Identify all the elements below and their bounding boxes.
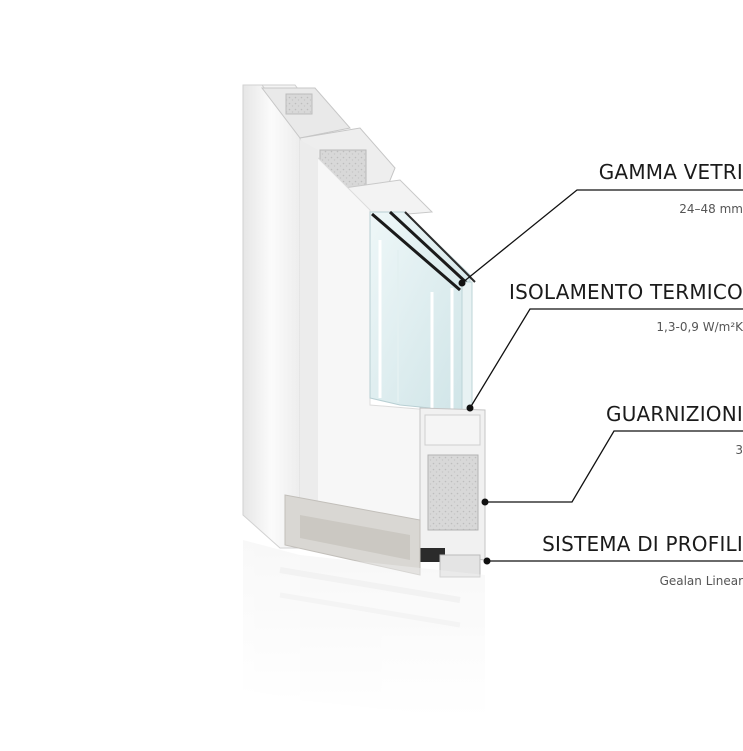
leader-line-glass <box>461 189 743 284</box>
feature-thermal-insulation: ISOLAMENTO TERMICO 1,3-0,9 W/m²K <box>509 280 743 335</box>
feature-value: Gealan Linear <box>659 574 743 588</box>
feature-value: 3 <box>735 443 743 457</box>
bottom-profile <box>415 407 486 578</box>
leader-lines <box>461 189 743 562</box>
triple-glazing <box>369 210 476 413</box>
feature-title: GAMMA VETRI <box>598 160 743 184</box>
leader-dot-seals <box>481 498 489 506</box>
leader-line-seals <box>485 430 743 503</box>
top-profile <box>260 87 434 219</box>
floor-reflection <box>243 540 485 720</box>
leader-line-thermal <box>469 308 743 409</box>
feature-title: SISTEMA DI PROFILI <box>542 532 743 556</box>
leader-dot-profile <box>483 557 491 565</box>
feature-seals: GUARNIZIONI 3 <box>606 402 743 458</box>
feature-value: 24–48 mm <box>679 202 743 216</box>
leader-dots <box>458 279 491 565</box>
leader-dot-glass <box>458 279 466 287</box>
feature-glass-range: GAMMA VETRI 24–48 mm <box>599 160 743 217</box>
leader-dot-thermal <box>466 404 474 412</box>
feature-value: 1,3-0,9 W/m²K <box>656 320 743 334</box>
feature-title: GUARNIZIONI <box>606 402 743 426</box>
feature-profile-system: SISTEMA DI PROFILI Gealan Linear <box>542 532 743 589</box>
feature-title: ISOLAMENTO TERMICO <box>508 280 743 304</box>
